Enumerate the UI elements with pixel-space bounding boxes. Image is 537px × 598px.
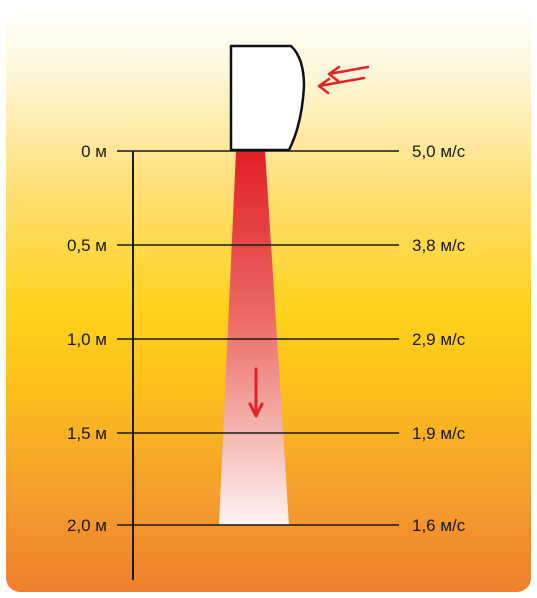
air-conditioner-icon — [229, 44, 306, 152]
airflow-diagram: 0 м 0,5 м 1,0 м 1,5 м 2,0 м 5,0 м/с 3,8 … — [67, 44, 466, 580]
height-label-2: 1,0 м — [67, 330, 107, 349]
airflow-column — [219, 151, 289, 525]
height-label-1: 0,5 м — [67, 236, 107, 255]
speed-label-0: 5,0 м/с — [412, 142, 466, 161]
height-label-3: 1,5 м — [67, 424, 107, 443]
air-intake-arrows-icon — [317, 65, 370, 95]
height-label-4: 2,0 м — [67, 516, 107, 535]
airflow-down-arrow-icon — [248, 367, 264, 418]
height-label-0: 0 м — [81, 142, 107, 161]
speed-label-1: 3,8 м/с — [412, 236, 466, 255]
speed-label-3: 1,9 м/с — [412, 424, 466, 443]
speed-label-2: 2,9 м/с — [412, 330, 466, 349]
speed-label-4: 1,6 м/с — [412, 516, 466, 535]
diagram-panel: 0 м 0,5 м 1,0 м 1,5 м 2,0 м 5,0 м/с 3,8 … — [6, 6, 531, 592]
